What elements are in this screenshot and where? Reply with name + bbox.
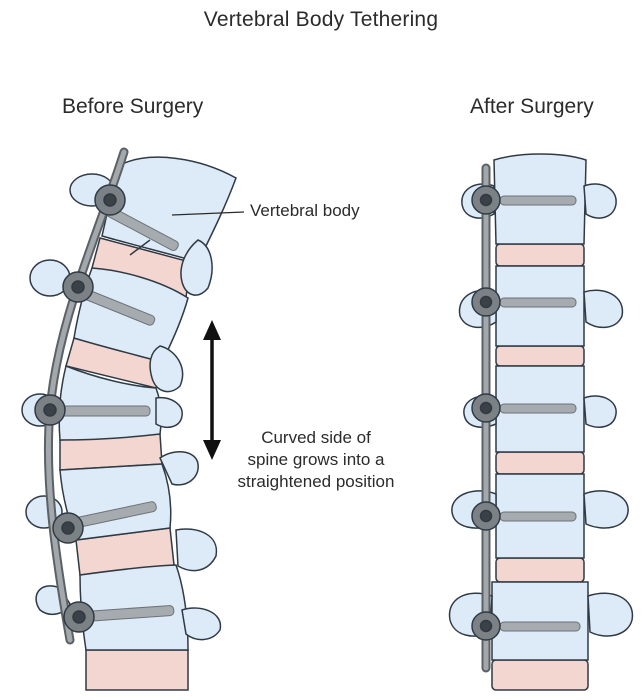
- after-disc: [492, 660, 588, 690]
- after-screw-head: [472, 394, 500, 422]
- before-disc: [86, 650, 188, 690]
- after-disc: [496, 452, 584, 474]
- after-screw-head: [472, 288, 500, 316]
- after-screw-head: [472, 186, 500, 214]
- after-screw-head: [472, 502, 500, 530]
- after-disc: [496, 558, 584, 582]
- after-screw-head: [472, 612, 500, 640]
- after-disc: [496, 244, 584, 266]
- after-disc: [496, 346, 584, 366]
- after-spine: [450, 154, 633, 690]
- straightening-arrow: [203, 320, 221, 460]
- before-screw-head: [64, 602, 94, 632]
- after-screw: [500, 622, 580, 631]
- after-screw: [500, 512, 576, 521]
- before-screw-head: [63, 272, 93, 302]
- before-spine: [22, 152, 236, 690]
- after-screw: [500, 298, 576, 307]
- after-screw: [500, 196, 576, 205]
- before-screw-head: [53, 513, 83, 543]
- before-screw: [58, 406, 150, 416]
- before-screw-head: [35, 395, 65, 425]
- before-screw-head: [95, 185, 125, 215]
- after-screw: [500, 404, 576, 413]
